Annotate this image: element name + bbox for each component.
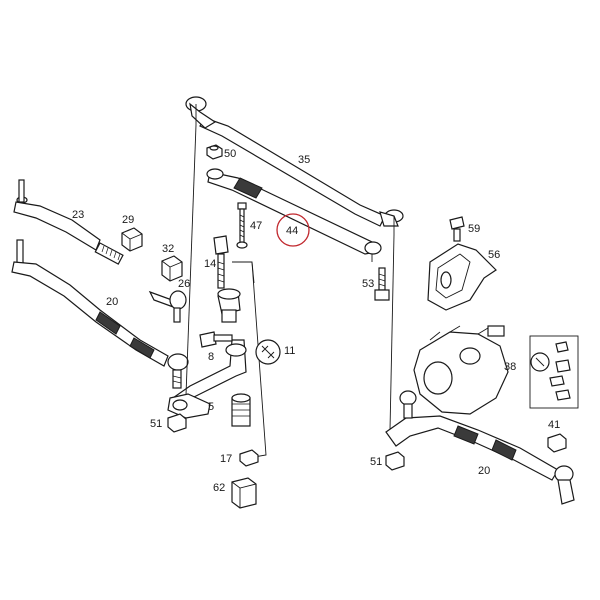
label-51-left[interactable]: 51: [150, 418, 162, 430]
shield-56: [427, 243, 497, 311]
label-11[interactable]: 11: [284, 345, 295, 357]
bushing: [217, 288, 241, 323]
nut-29: [121, 227, 143, 252]
sector-shaft: [231, 393, 251, 427]
label-41[interactable]: 41: [548, 419, 560, 431]
label-53[interactable]: 53: [362, 278, 374, 290]
nut-51-right: [385, 451, 405, 471]
bolt-47: [236, 202, 248, 249]
bolt-53: [374, 267, 390, 301]
label-14[interactable]: 14: [204, 258, 216, 270]
highlight-circle: [276, 213, 310, 247]
label-51-right[interactable]: 51: [370, 456, 382, 468]
nut-41: [547, 433, 567, 453]
label-56[interactable]: 56: [488, 249, 500, 261]
label-23[interactable]: 23: [72, 209, 84, 221]
nut-17: [239, 449, 259, 467]
steering-gear: [413, 325, 509, 415]
tie-rod-20-left: [11, 239, 189, 389]
clip-62: [231, 477, 257, 509]
label-17[interactable]: 17: [220, 453, 232, 465]
label-20-left[interactable]: 20: [106, 296, 118, 308]
label-29[interactable]: 29: [122, 214, 134, 226]
nut-50: [206, 144, 223, 160]
nut-51-left: [167, 413, 187, 433]
tie-rod-35: [185, 96, 404, 235]
label-8[interactable]: 8: [208, 351, 214, 363]
label-62[interactable]: 62: [213, 482, 225, 494]
repair-kit-38: [529, 335, 579, 409]
bolt-59: [449, 216, 465, 242]
tool-11-icon: [255, 339, 281, 365]
label-59[interactable]: 59: [468, 223, 480, 235]
label-38[interactable]: 38: [504, 361, 516, 373]
pitman-arm-5: [167, 339, 247, 419]
tie-rod-20-right: [385, 390, 575, 505]
label-26[interactable]: 26: [178, 278, 190, 290]
label-35[interactable]: 35: [298, 154, 310, 166]
label-32[interactable]: 32: [162, 243, 174, 255]
label-20-right[interactable]: 20: [478, 465, 490, 477]
nut-32: [161, 255, 183, 282]
bolt-8: [199, 331, 233, 348]
label-5[interactable]: 5: [208, 401, 214, 413]
steering-damper-44: [206, 168, 382, 262]
label-50[interactable]: 50: [224, 148, 236, 160]
bolt-14: [213, 235, 229, 289]
bolt-26: [148, 290, 187, 323]
tie-rod-23: [13, 179, 124, 265]
label-44[interactable]: 44: [286, 225, 298, 237]
label-47[interactable]: 47: [250, 220, 262, 232]
